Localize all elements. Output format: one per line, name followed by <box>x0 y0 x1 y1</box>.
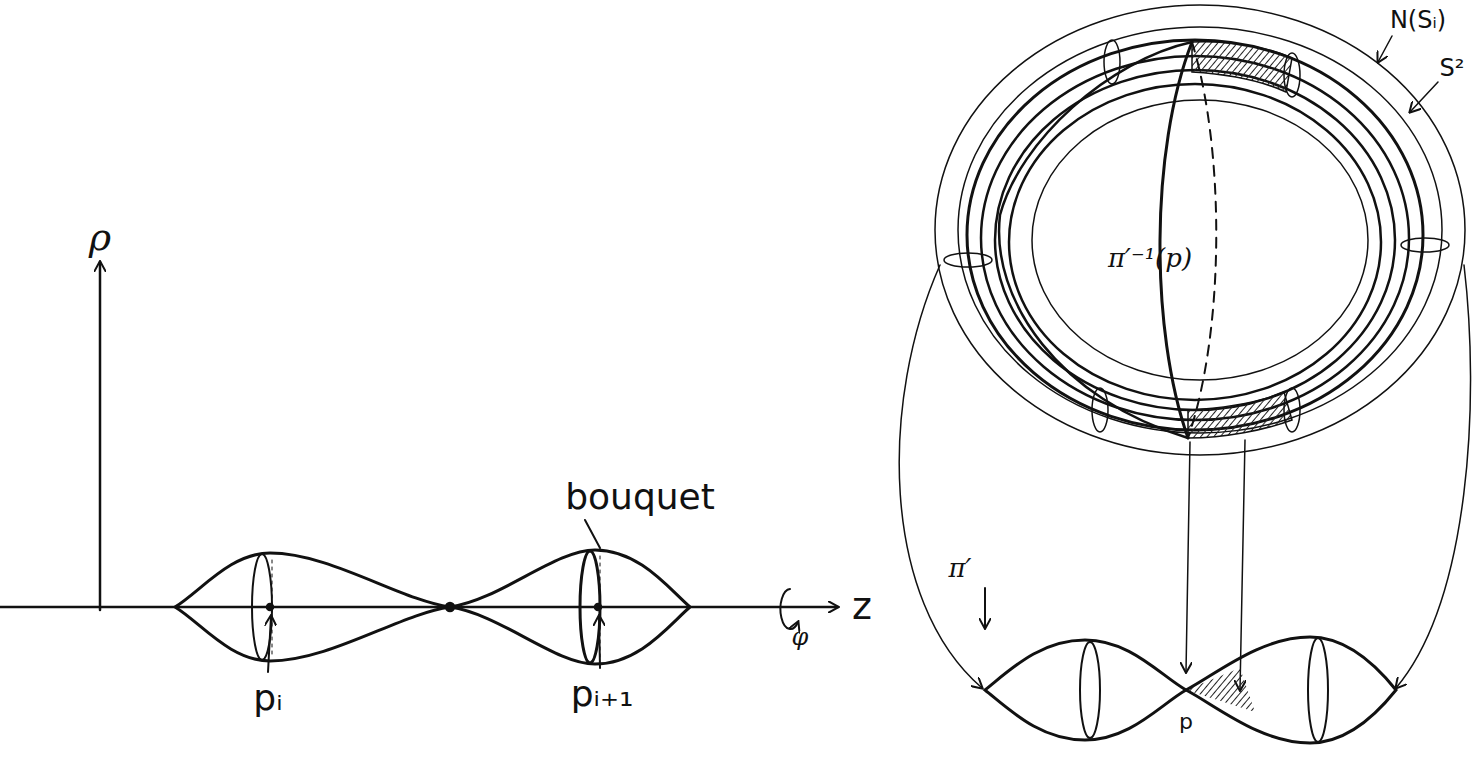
fiber-label: π′⁻¹(p) <box>1108 244 1192 273</box>
part-name: bouquet <box>565 477 715 517</box>
axis-label: z <box>852 586 872 628</box>
angle-label: φ <box>792 624 809 650</box>
point-label: p <box>1179 710 1193 734</box>
region-label: N(Sᵢ) <box>1390 7 1446 33</box>
map-label: π′ <box>949 554 972 583</box>
point-label: pᵢ₊₁ <box>571 674 634 714</box>
sphere-label: S² <box>1440 55 1465 81</box>
point-label: pᵢ <box>253 678 282 718</box>
axis-label: ρ <box>89 217 111 259</box>
